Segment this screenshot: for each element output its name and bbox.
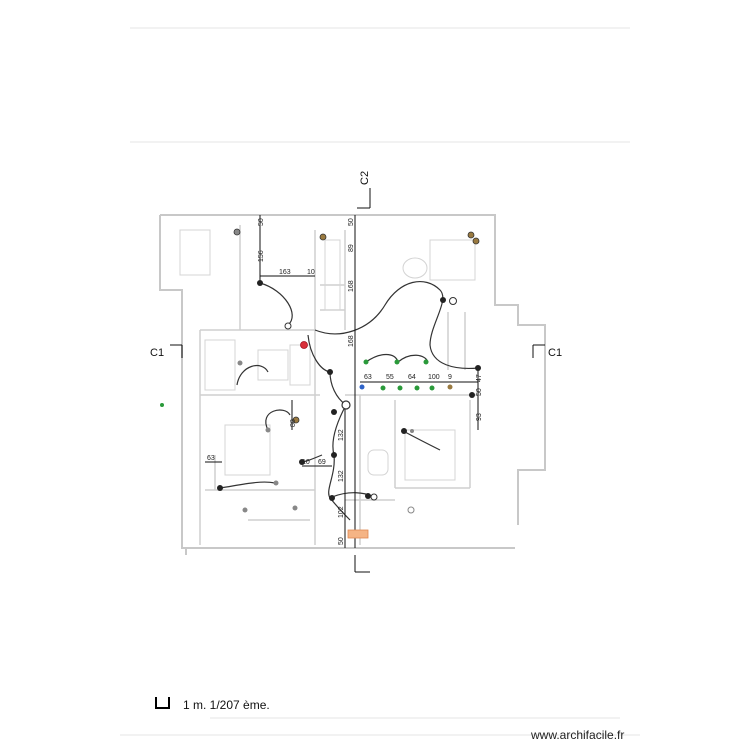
wiring <box>219 281 479 521</box>
dim-163: 163 <box>279 269 291 276</box>
orange-marker <box>347 529 369 539</box>
dim-168-upper: 168 <box>348 280 355 292</box>
dim-168-lower: 168 <box>348 335 355 347</box>
outer-walls <box>159 214 546 555</box>
dim-93: 93 <box>476 413 483 421</box>
watermark: www.archifacile.fr <box>531 728 625 742</box>
section-c1-left: C1 <box>150 347 164 359</box>
dim-69: 69 <box>318 459 326 466</box>
dim-64: 64 <box>408 374 416 381</box>
dim-50-top-mid: 50 <box>348 218 355 226</box>
dim-9: 9 <box>448 374 452 381</box>
section-c2-top: C2 <box>359 171 371 185</box>
dim-132-lower: 132 <box>338 470 345 482</box>
dim-55: 55 <box>386 374 394 381</box>
dim-88: 88 <box>290 419 297 427</box>
interior-walls <box>199 225 480 545</box>
dim-47: 47 <box>476 374 483 382</box>
dim-50-top-left: 50 <box>258 218 265 226</box>
dimension-lines <box>170 188 545 573</box>
dim-63-left: 63 <box>207 455 215 462</box>
dim-63-hall: 63 <box>364 374 372 381</box>
dim-132-upper: 132 <box>338 429 345 441</box>
section-c1-right: C1 <box>548 347 562 359</box>
dim-10-lower: 10 <box>302 459 310 466</box>
scale-bar-icon <box>155 697 170 709</box>
dim-10-upper: 10 <box>307 269 315 276</box>
dim-89: 89 <box>348 244 355 252</box>
dimension-labels: 50 156 163 10 50 89 168 168 63 55 64 100… <box>207 218 483 545</box>
dim-156: 156 <box>258 250 265 262</box>
scale-label: 1 m. 1/207 ème. <box>183 698 270 712</box>
dim-100: 100 <box>428 374 440 381</box>
page-guides <box>120 27 640 736</box>
electrical-symbols <box>160 228 481 514</box>
dim-50-bottom: 50 <box>338 537 345 545</box>
dim-102: 102 <box>338 506 345 518</box>
fixtures <box>179 229 476 481</box>
dim-50-right: 50 <box>476 388 483 396</box>
